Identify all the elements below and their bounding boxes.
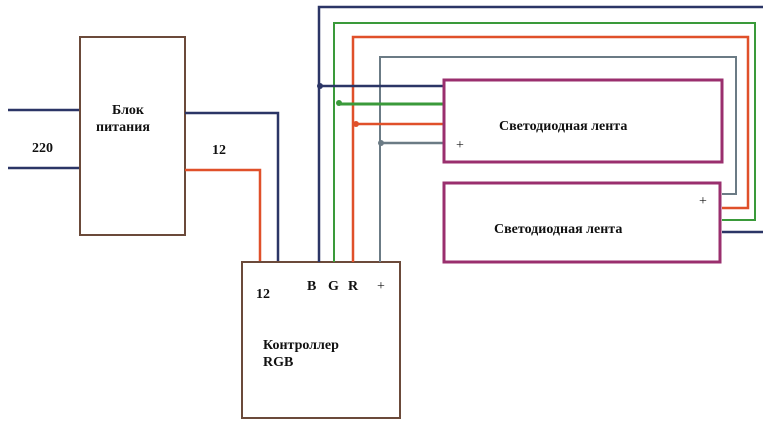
led-strip-2-plus: + [699, 194, 707, 209]
led-strip-2-label: Светодиодная лента [494, 222, 623, 237]
pin-b-label: B [307, 279, 317, 294]
junction-dot [378, 140, 384, 146]
psu-red-wire [185, 168, 262, 262]
output-voltage-label: 12 [212, 143, 226, 158]
pin-g-label: G [328, 279, 339, 294]
controller-label-2: RGB [263, 355, 294, 370]
led-strip-1-box [442, 78, 724, 164]
controller-label-1: Контроллер [263, 338, 339, 353]
junction-dot [336, 100, 342, 106]
led-strip-2-box [442, 181, 722, 264]
psu-label-2: питания [96, 120, 150, 135]
input-voltage-label: 220 [32, 141, 53, 156]
controller-box [241, 261, 401, 419]
red-bus-wire [351, 35, 750, 262]
psu-blue-wire [185, 111, 280, 262]
led-strip-1-label: Светодиодная лента [499, 119, 628, 134]
gray-bus-wire [379, 56, 737, 262]
pin-r-label: R [348, 279, 359, 294]
pin-plus-label: + [377, 279, 385, 294]
psu-label-1: Блок [112, 103, 144, 118]
power-supply-box [79, 36, 186, 236]
blue-bus-wire [317, 5, 763, 262]
junction-dot [353, 121, 359, 127]
controller-input-label: 12 [256, 287, 270, 302]
led-strip-1-plus: + [456, 138, 464, 153]
green-bus-wire [333, 22, 756, 262]
junction-dot [317, 83, 323, 89]
